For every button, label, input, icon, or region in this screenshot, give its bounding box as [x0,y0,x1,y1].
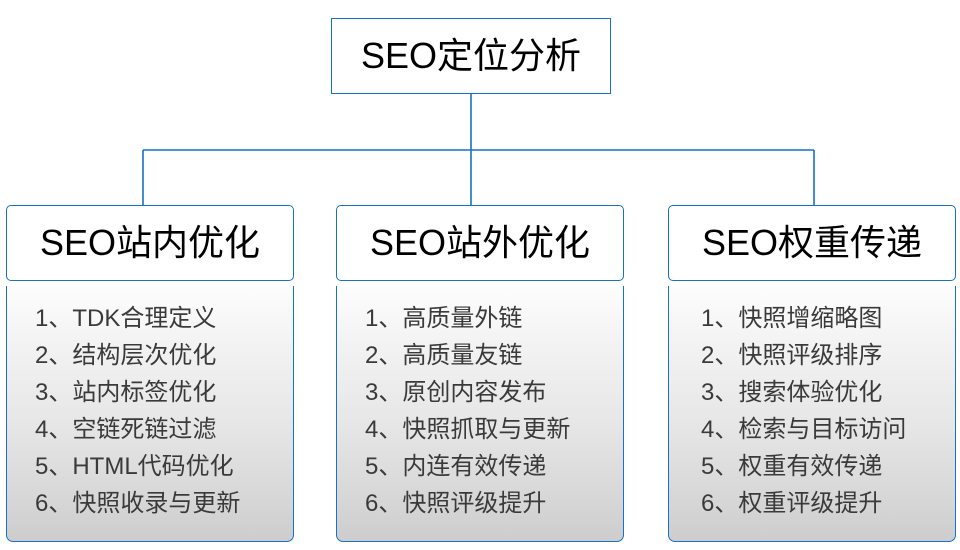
root-node[interactable]: SEO定位分析 [331,18,611,94]
list-item: 5、权重有效传递 [701,453,883,480]
branch-header-2[interactable]: SEO站外优化 [336,205,624,281]
list-item: 2、高质量友链 [365,342,523,369]
list-item: 6、权重评级提升 [701,490,883,517]
list-item: 5、内连有效传递 [365,453,547,480]
branch-item-list-2: 1、高质量外链 2、高质量友链 3、原创内容发布 4、快照抓取与更新 5、内连有… [337,300,623,522]
list-item: 1、快照增缩略图 [701,305,883,332]
branch-header-label-2: SEO站外优化 [369,222,591,263]
branch-item-list-1: 1、TDK合理定义 2、结构层次优化 3、站内标签优化 4、空链死链过滤 5、H… [7,300,293,522]
branch-column-2: SEO站外优化 1、高质量外链 2、高质量友链 3、原创内容发布 4、快照抓取与… [336,205,624,542]
branch-body-3: 1、快照增缩略图 2、快照评级排序 3、搜索体验优化 4、检索与目标访问 5、权… [668,286,956,542]
list-item: 3、站内标签优化 [35,379,217,406]
root-node-label: SEO定位分析 [360,35,582,76]
list-item: 4、空链死链过滤 [35,416,217,443]
branch-column-3: SEO权重传递 1、快照增缩略图 2、快照评级排序 3、搜索体验优化 4、检索与… [668,205,956,542]
branch-body-2: 1、高质量外链 2、高质量友链 3、原创内容发布 4、快照抓取与更新 5、内连有… [336,286,624,542]
list-item: 2、结构层次优化 [35,342,217,369]
list-item: 3、搜索体验优化 [701,379,883,406]
list-item: 6、快照评级提升 [365,490,547,517]
branch-header-3[interactable]: SEO权重传递 [668,205,956,281]
list-item: 2、快照评级排序 [701,342,883,369]
list-item: 1、高质量外链 [365,305,523,332]
branch-column-1: SEO站内优化 1、TDK合理定义 2、结构层次优化 3、站内标签优化 4、空链… [6,205,294,542]
list-item: 4、检索与目标访问 [701,416,907,443]
list-item: 6、快照收录与更新 [35,490,241,517]
branch-header-label-3: SEO权重传递 [701,222,923,263]
branch-body-1: 1、TDK合理定义 2、结构层次优化 3、站内标签优化 4、空链死链过滤 5、H… [6,286,294,542]
list-item: 5、HTML代码优化 [35,453,234,480]
list-item: 1、TDK合理定义 [35,305,217,332]
branch-header-label-1: SEO站内优化 [39,222,261,263]
list-item: 3、原创内容发布 [365,379,547,406]
branch-item-list-3: 1、快照增缩略图 2、快照评级排序 3、搜索体验优化 4、检索与目标访问 5、权… [669,300,955,522]
list-item: 4、快照抓取与更新 [365,416,571,443]
branch-header-1[interactable]: SEO站内优化 [6,205,294,281]
